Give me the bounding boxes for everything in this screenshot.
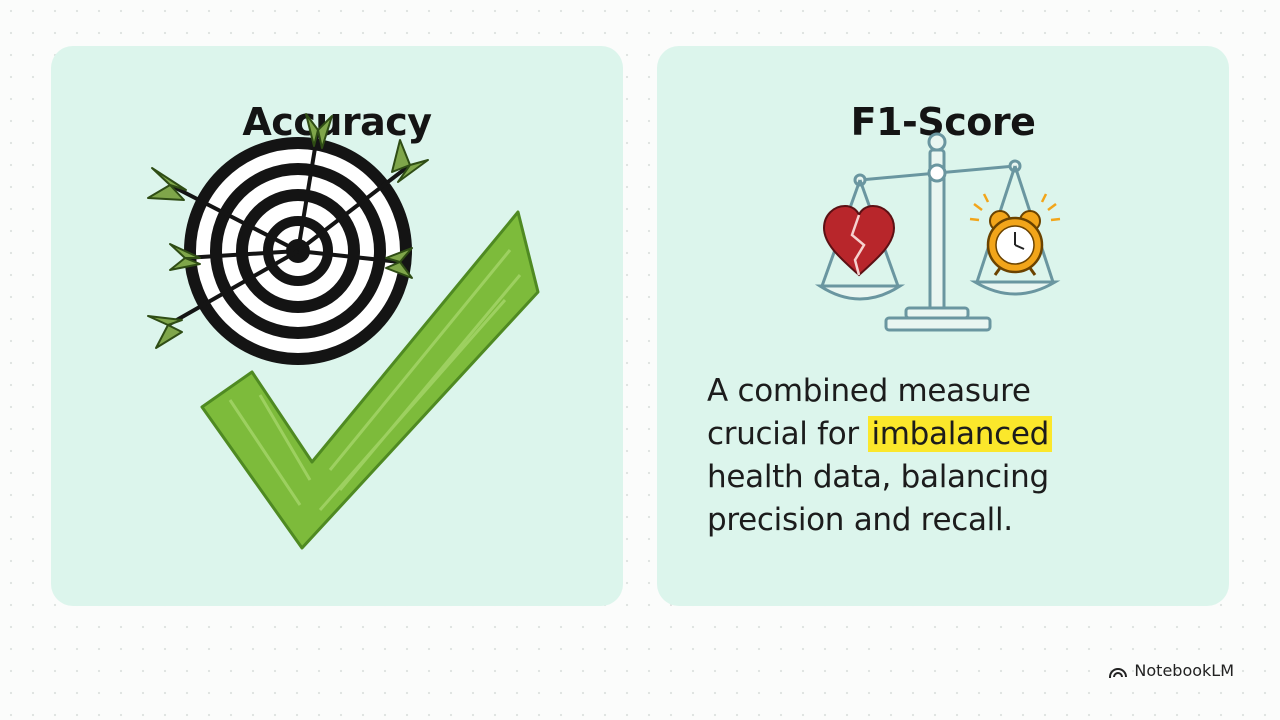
description-text-after: health data, balancing precision and rec… <box>707 459 1049 538</box>
checkmark-icon <box>200 210 540 550</box>
brand-label: NotebookLM <box>1134 661 1234 680</box>
f1-score-description: A combined measure crucial for imbalance… <box>707 370 1127 542</box>
description-text-before: A combined measure crucial for <box>707 373 1031 452</box>
notebooklm-brand: NotebookLM <box>1108 661 1234 680</box>
broken-heart-icon <box>822 204 896 277</box>
accuracy-title: Accuracy <box>242 100 432 144</box>
target-with-arrows-icon <box>147 113 429 365</box>
notebooklm-logo-icon <box>1109 667 1128 678</box>
alarm-clock-icon <box>969 193 1061 276</box>
highlighted-word: imbalanced <box>868 416 1052 452</box>
